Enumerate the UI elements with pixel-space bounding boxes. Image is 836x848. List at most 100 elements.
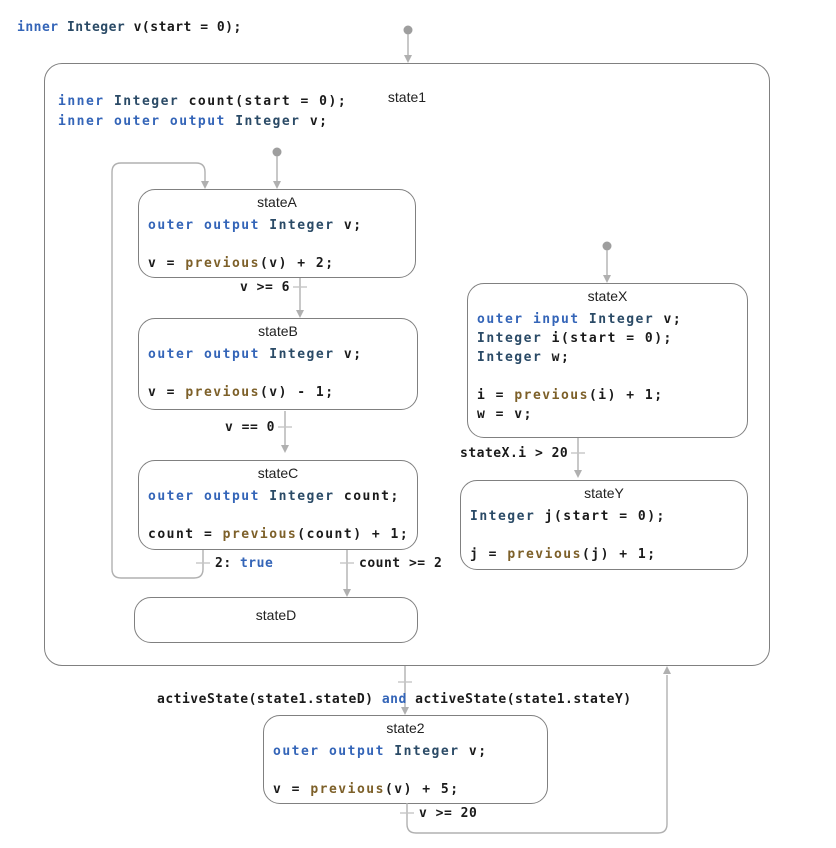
code-token: activeState(state1.stateY) — [406, 692, 632, 707]
code-token: v >= 6 — [240, 280, 290, 295]
code-line: outer output Integer count; — [148, 487, 417, 506]
state-stateC: stateC outer output Integer count; count… — [138, 460, 418, 550]
code-line: i = previous(i) + 1; — [477, 386, 747, 405]
transition-state1-state2 — [398, 666, 412, 715]
code-token: v; — [300, 114, 329, 129]
code-token — [59, 20, 67, 35]
code-line: v = previous(v) + 5; — [273, 780, 547, 799]
code-token: inner outer output — [58, 114, 226, 129]
state-title: stateB — [258, 323, 298, 339]
code-line: outer input Integer v; — [477, 310, 747, 329]
arrowhead-icon — [663, 666, 671, 674]
code-token: v; — [334, 347, 363, 362]
state-code: outer output Integer v; v = previous(v) … — [148, 345, 417, 402]
code-token: v; — [459, 744, 488, 759]
code-line: v = previous(v) - 1; — [148, 383, 417, 402]
state-stateD: stateD — [134, 597, 418, 643]
code-token — [105, 94, 114, 109]
code-token: outer output — [273, 744, 385, 759]
code-token — [260, 347, 269, 362]
code-token: v >= 20 — [419, 806, 478, 821]
code-line — [148, 506, 417, 525]
code-token — [580, 312, 589, 327]
code-token: previous — [507, 547, 582, 562]
code-line: outer output Integer v; — [148, 345, 417, 364]
state-code: outer input Integer v; Integer i(start =… — [477, 310, 747, 424]
state-code: outer output Integer v; v = previous(v) … — [273, 742, 547, 799]
state-stateA: stateA outer output Integer v; v = previ… — [138, 189, 416, 278]
code-token: (j) + 1; — [581, 547, 657, 562]
code-token: v = — [148, 385, 186, 400]
code-token: (count) + 1; — [297, 527, 410, 542]
code-token — [260, 489, 269, 504]
code-line: j = previous(j) + 1; — [470, 545, 747, 564]
code-token — [260, 218, 269, 233]
code-line — [273, 761, 547, 780]
code-line: Integer j(start = 0); — [470, 507, 747, 526]
code-token: v == 0 — [225, 420, 275, 435]
code-line: inner outer output Integer v; — [58, 112, 347, 132]
code-token: i = — [477, 388, 515, 403]
code-token: previous — [310, 782, 385, 797]
code-token: Integer — [235, 114, 301, 129]
state-title: stateX — [587, 288, 628, 304]
transition-label-stateC-stateD: count >= 2 — [359, 556, 442, 571]
state-code: outer output Integer count; count = prev… — [148, 487, 417, 544]
code-token: inner — [17, 20, 59, 35]
code-token: outer output — [148, 347, 260, 362]
state-code: Integer j(start = 0); j = previous(j) + … — [470, 507, 747, 564]
state-title: stateA — [257, 194, 297, 210]
state-code: outer output Integer v; v = previous(v) … — [148, 216, 415, 273]
transition-label-stateX-stateY: stateX.i > 20 — [460, 446, 568, 461]
code-line: count = previous(count) + 1; — [148, 525, 417, 544]
code-token: count(start = 0); — [179, 94, 348, 109]
arrowhead-icon — [401, 707, 409, 715]
code-token: previous — [514, 388, 589, 403]
code-token — [226, 114, 235, 129]
code-token: stateX.i > 20 — [460, 446, 569, 461]
code-token: count = — [148, 527, 223, 542]
code-line: outer output Integer v; — [273, 742, 547, 761]
code-token: (i) + 1; — [588, 388, 664, 403]
state-title: state2 — [386, 720, 425, 736]
code-token: (v) - 1; — [259, 385, 335, 400]
code-token: Integer — [394, 744, 460, 759]
code-token: Integer — [470, 509, 536, 524]
global-declaration: inner Integer v(start = 0); — [17, 20, 242, 35]
state-title: stateC — [257, 465, 299, 481]
code-line — [148, 235, 415, 254]
code-token: 2: — [215, 556, 240, 571]
code-token: Integer — [477, 350, 543, 365]
transition-label-stateC-stateA: 2: true — [215, 556, 273, 571]
code-token: v = — [273, 782, 311, 797]
code-line — [470, 526, 747, 545]
code-token: j(start = 0); — [535, 509, 666, 524]
code-token — [385, 744, 394, 759]
code-token: i(start = 0); — [542, 331, 673, 346]
code-token: Integer — [269, 489, 335, 504]
state1-declarations: inner Integer count(start = 0); inner ou… — [58, 92, 347, 132]
code-token: v; — [334, 218, 363, 233]
code-token: w = v; — [477, 407, 533, 422]
code-token: previous — [222, 527, 298, 542]
code-token: v; — [654, 312, 683, 327]
arrowhead-icon — [404, 55, 412, 63]
code-token: previous — [185, 256, 260, 271]
code-token: Integer — [588, 312, 655, 327]
transition-label-stateA-stateB: v >= 6 — [212, 280, 290, 295]
initial-state-dot — [403, 25, 413, 35]
code-token: count >= 2 — [359, 556, 443, 571]
transition-label-state2-state1: v >= 20 — [419, 806, 477, 821]
state-state2: state2 outer output Integer v; v = previ… — [263, 715, 548, 804]
code-token: activeState(state1.stateD) — [157, 692, 382, 707]
code-token: Integer — [477, 331, 543, 346]
transition-label-stateB-stateC: v == 0 — [197, 420, 275, 435]
code-line: Integer i(start = 0); — [477, 329, 747, 348]
code-token: v(start = 0); — [125, 20, 242, 35]
code-token: outer output — [148, 218, 260, 233]
code-line — [477, 367, 747, 386]
code-token: Integer — [66, 20, 126, 35]
code-token: Integer — [269, 218, 335, 233]
code-token: outer input — [477, 312, 580, 327]
